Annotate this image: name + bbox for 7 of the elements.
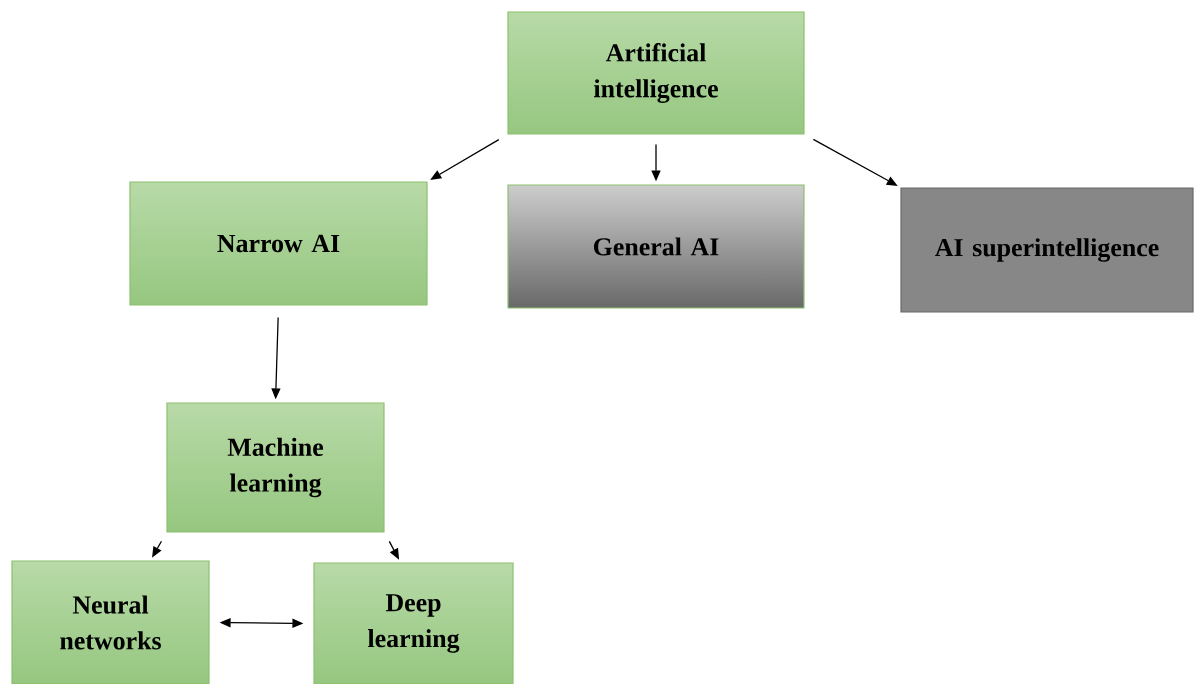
process-box: Neural networks bbox=[11, 560, 210, 684]
process-box: AI superintelligence bbox=[900, 187, 1194, 313]
process-box: Narrow AI bbox=[129, 181, 428, 306]
process-box: General AI bbox=[507, 184, 805, 309]
process-box: Machine learning bbox=[166, 402, 385, 533]
process-box: Artificial intelligence bbox=[507, 11, 805, 135]
process-box: Deep learning bbox=[313, 562, 514, 684]
